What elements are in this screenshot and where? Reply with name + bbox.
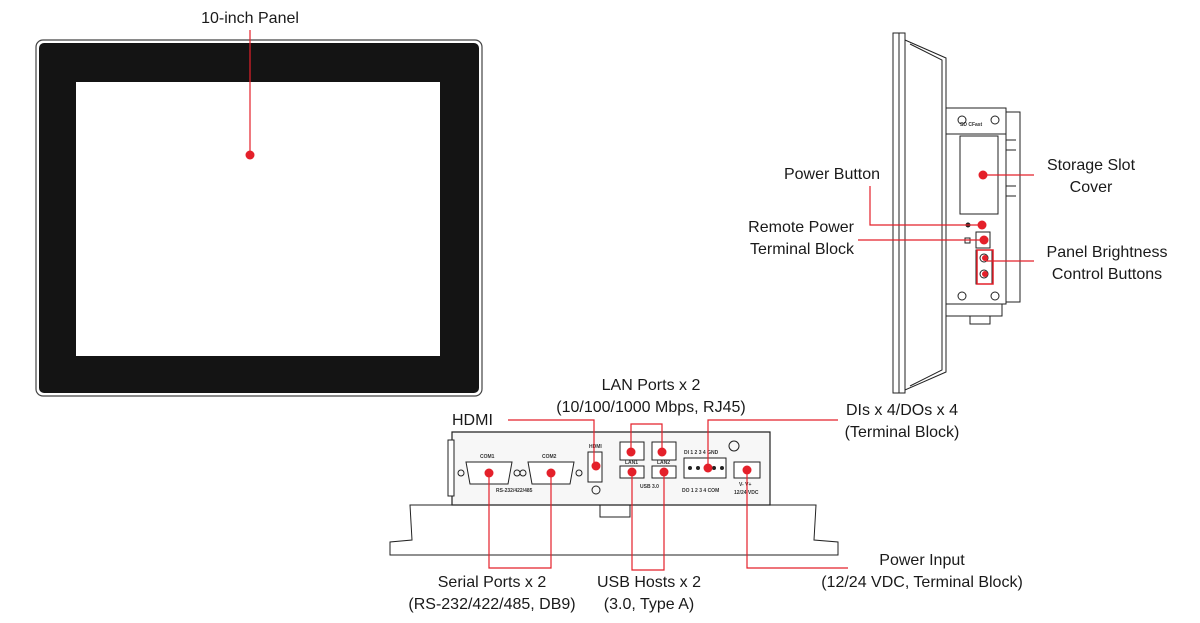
usb-leader [631, 472, 665, 571]
bottom-view: COM1 COM2 RS-232/422/485 HDMI LAN1 LAN2 … [389, 431, 839, 556]
vminus-vplus-label: V- V+ [739, 482, 751, 488]
dio-line-2: (Terminal Block) [844, 424, 960, 441]
hdmi-dot [591, 461, 601, 471]
power-button-callout: Power Button [784, 164, 880, 186]
dio-dot [703, 463, 713, 473]
di-row-label: DI 1 2 3 4 GND [684, 450, 719, 456]
remote-power-line-1: Remote Power [748, 219, 854, 236]
hdmi-callout-text: HDMI [452, 412, 493, 429]
rs-standard-label: RS-232/422/485 [496, 488, 533, 494]
panel-callout: 10-inch Panel [201, 8, 299, 30]
com1-dot [484, 468, 494, 478]
brightness-callout: Panel Brightness Control Buttons [1047, 242, 1168, 286]
serial-leader [488, 473, 552, 569]
usb1-dot [627, 467, 637, 477]
callout-dots [245, 150, 989, 478]
com1-label: COM1 [480, 454, 495, 460]
lan-line-1: LAN Ports x 2 [601, 377, 701, 394]
power-input-dot [742, 465, 752, 475]
storage-callout: Storage Slot Cover [1047, 155, 1135, 199]
hdmi-port-label: HDMI [589, 444, 602, 450]
usb-label: USB 3.0 [640, 484, 659, 490]
lan-leader [630, 423, 663, 452]
brightness-line-1: Panel Brightness [1046, 244, 1168, 261]
serial-callout: Serial Ports x 2 (RS-232/422/485, DB9) [408, 572, 575, 616]
brightness-down-dot [982, 271, 988, 277]
display-area [76, 82, 440, 356]
lan-callout: LAN Ports x 2 (10/100/1000 Mbps, RJ45) [556, 375, 745, 419]
lan1-label: LAN1 [625, 460, 638, 466]
serial-line-2: (RS-232/422/485, DB9) [408, 596, 576, 613]
power-button-dot [977, 220, 987, 230]
com2-dot [546, 468, 556, 478]
brightness-highlight [976, 249, 994, 285]
brightness-line-2: Control Buttons [1051, 266, 1163, 283]
power-input-line-2: (12/24 VDC, Terminal Block) [821, 574, 1023, 591]
com2-label: COM2 [542, 454, 557, 460]
hdmi-leader [508, 419, 595, 466]
power-input-callout: Power Input (12/24 VDC, Terminal Block) [821, 550, 1023, 594]
sd-cfast-label: SD CFast [960, 122, 983, 128]
brightness-up-dot [982, 255, 988, 261]
remote-power-callout: Remote Power Terminal Block [736, 217, 854, 261]
dio-line-1: DIs x 4/DOs x 4 [845, 402, 959, 419]
storage-line-1: Storage Slot [1046, 157, 1136, 174]
panel-dot [245, 150, 255, 160]
usb2-dot [659, 467, 669, 477]
power-button-callout-text: Power Button [783, 166, 881, 183]
power-input-line-1: Power Input [879, 552, 965, 569]
callout-leaders [249, 30, 1034, 571]
do-row-label: DO 1 2 3 4 COM [682, 488, 719, 494]
usb-line-2: (3.0, Type A) [603, 596, 695, 613]
remote-power-line-2: Terminal Block [749, 241, 854, 258]
lan-line-2: (10/100/1000 Mbps, RJ45) [556, 399, 746, 416]
lan2-dot [657, 447, 667, 457]
usb-callout: USB Hosts x 2 (3.0, Type A) [597, 572, 701, 616]
lan1-dot [626, 447, 636, 457]
serial-line-1: Serial Ports x 2 [437, 574, 547, 591]
power-button-leader [869, 186, 980, 226]
lan2-label: LAN2 [657, 460, 670, 466]
front-panel-view [35, 39, 483, 397]
remote-power-dot [979, 235, 989, 245]
power-input-leader [746, 470, 848, 569]
hdmi-callout: HDMI [452, 410, 493, 432]
side-view: SD CFast [892, 32, 1021, 394]
dio-callout: DIs x 4/DOs x 4 (Terminal Block) [845, 400, 960, 444]
usb-line-1: USB Hosts x 2 [596, 574, 702, 591]
dio-leader [707, 419, 838, 468]
panel-callout-text: 10-inch Panel [201, 10, 299, 27]
storage-line-2: Cover [1069, 179, 1113, 196]
storage-dot [978, 170, 988, 180]
